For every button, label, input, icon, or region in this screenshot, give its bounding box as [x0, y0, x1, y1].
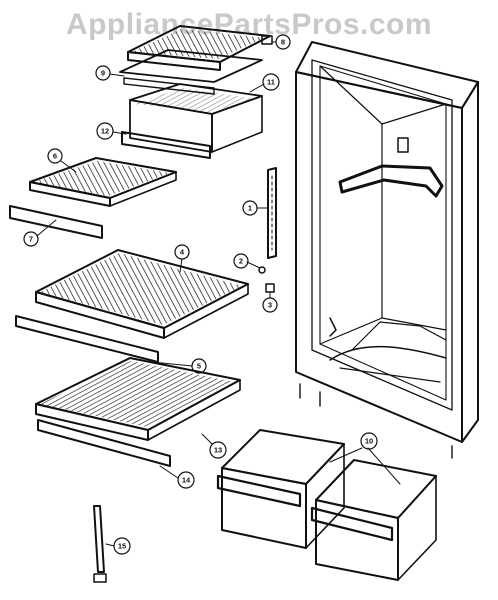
svg-text:14: 14: [182, 476, 191, 485]
callout-4: [174, 244, 190, 260]
svg-text:2: 2: [239, 257, 243, 266]
svg-text:9: 9: [101, 69, 105, 78]
top-shelf-assembly: [119, 25, 273, 159]
svg-text:12: 12: [101, 127, 109, 136]
callout-6: [47, 148, 63, 164]
tube-part: [93, 505, 107, 583]
svg-text:1: 1: [248, 204, 252, 213]
callout-9: [95, 65, 111, 81]
svg-text:5: 5: [197, 362, 201, 371]
callout-11: [262, 73, 280, 91]
svg-text:4: 4: [180, 248, 185, 257]
svg-text:6: 6: [53, 152, 57, 161]
callouts: 1 2 3 4 5 6 7 8 9 10: [23, 34, 401, 555]
shelf-lower: [35, 357, 241, 467]
callout-3: [262, 297, 278, 313]
callout-10: [360, 432, 378, 450]
shelf-rail: [258, 167, 277, 293]
callout-8: [275, 34, 291, 50]
svg-text:15: 15: [118, 542, 126, 551]
shelf-upper: [9, 157, 177, 239]
watermark-text: AppliancePartsPros.com: [65, 8, 433, 41]
refrigerator-cabinet: [295, 41, 479, 459]
callout-7: [23, 231, 39, 247]
callout-15: [113, 537, 131, 555]
svg-text:8: 8: [281, 38, 285, 47]
callout-1: [242, 200, 258, 216]
shelf-middle: [15, 249, 249, 363]
svg-text:11: 11: [267, 78, 275, 87]
svg-text:10: 10: [365, 437, 373, 446]
crisper-drawers: [216, 429, 437, 581]
callout-14: [177, 471, 195, 489]
callout-12: [96, 122, 114, 140]
svg-text:3: 3: [268, 301, 272, 310]
callout-2: [233, 253, 249, 269]
callout-13: [209, 441, 227, 459]
callout-5: [191, 358, 207, 374]
svg-text:13: 13: [214, 446, 222, 455]
svg-text:7: 7: [29, 235, 33, 244]
